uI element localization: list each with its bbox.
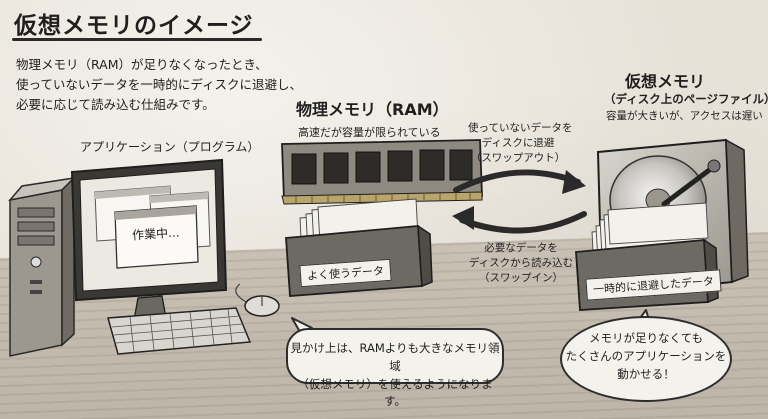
page-title: 仮想メモリのイメージ — [14, 13, 254, 39]
swap-in-arrow — [452, 206, 587, 234]
intro-line-1: 物理メモリ（RAM）が足りなくなったとき、 — [16, 57, 268, 72]
bubble-right-line-3: 動かせる！ — [617, 366, 675, 381]
swap-out-line-1: 使っていないデータを — [468, 122, 573, 134]
swap-in-line-2: ディスクから読み込む — [468, 257, 574, 269]
vm-note: 容量が大きいが、アクセスは遅い — [606, 110, 763, 122]
vm-subtitle: （ディスク上のページファイル） — [604, 92, 768, 106]
pc-tower — [8, 176, 77, 357]
mouse — [235, 283, 280, 317]
title-underline — [12, 38, 262, 41]
swap-out-line-3: （スワップアウト） — [470, 152, 566, 164]
swap-in-line-3: （スワップイン） — [479, 272, 563, 284]
intro-line-2: 使っていないデータを一時的にディスクに退避し、 — [16, 77, 303, 92]
ram-subtitle: 高速だが容量が限られている — [298, 126, 441, 139]
bubble-left-line-1: 見かけ上は、RAMよりも大きなメモリ領域 — [290, 341, 500, 373]
vm-title: 仮想メモリ — [625, 72, 706, 91]
bubble-right-line-1: メモリが足りなくても — [588, 331, 704, 345]
swap-out-arrow — [453, 169, 586, 194]
bubble-left: 見かけ上は、RAMよりも大きなメモリ領域 （仮想メモリ）を使えるようになります。 — [286, 328, 504, 408]
ram-module — [281, 139, 483, 205]
keyboard — [107, 307, 252, 355]
app-label: アプリケーション（プログラム） — [80, 140, 260, 154]
ram-title: 物理メモリ（RAM） — [296, 100, 449, 119]
bubble-left-line-2: （仮想メモリ）を使えるようになります。 — [297, 376, 493, 409]
bubble-right-line-2: たくさんのアプリケーションを — [565, 348, 727, 363]
screen-working-text: 作業中... — [131, 225, 180, 243]
monitor — [70, 158, 228, 329]
swap-out-line-2: ディスクに退避 — [481, 137, 555, 149]
swap-in-line-1: 必要なデータを — [484, 242, 558, 254]
intro-line-3: 必要に応じて読み込む仕組みです。 — [16, 97, 215, 112]
bubble-right: メモリが足りなくても たくさんのアプリケーションを 動かせる！ — [560, 316, 732, 402]
